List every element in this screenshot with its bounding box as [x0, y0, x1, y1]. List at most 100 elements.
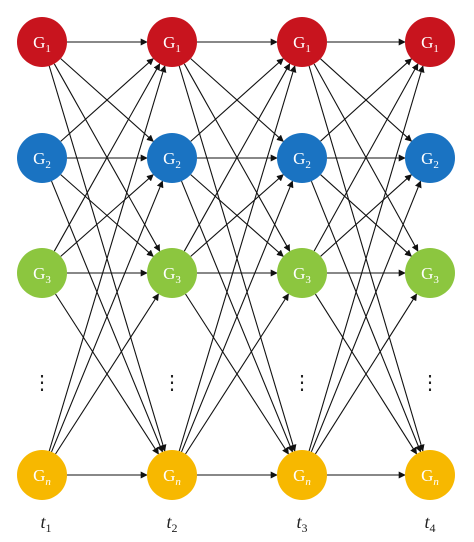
edge-arrow [50, 180, 164, 453]
node-circle [277, 248, 327, 298]
edge-arrow [48, 65, 167, 452]
time-subscript: 1 [46, 521, 52, 535]
time-var: t [40, 512, 46, 532]
node-circle [405, 450, 455, 500]
node-subscript: 1 [305, 43, 311, 55]
node-label: G1 [293, 33, 311, 55]
gene-node: G3 [405, 248, 455, 298]
edge-arrow [310, 180, 422, 453]
vertical-ellipsis: ⋮ [420, 372, 440, 394]
gene-node: G1 [17, 17, 67, 67]
gene-node: Gn [17, 450, 67, 500]
edge-arrow [314, 293, 418, 455]
node-circle [147, 17, 197, 67]
node-subscript: 3 [175, 274, 181, 286]
node-letter: G [293, 33, 305, 52]
edge-arrow [60, 58, 154, 142]
node-label: G2 [421, 149, 439, 171]
gene-node: Gn [147, 450, 197, 500]
gene-node: G1 [147, 17, 197, 67]
node-subscript: 2 [45, 159, 51, 171]
node-subscript: 1 [175, 43, 181, 55]
node-subscript: 1 [45, 43, 51, 55]
gene-node: G3 [17, 248, 67, 298]
node-subscript: n [433, 476, 439, 488]
node-subscript: 3 [433, 274, 439, 286]
node-circle [17, 17, 67, 67]
edge-arrow [60, 174, 154, 257]
node-circle [147, 133, 197, 183]
node-label: G3 [163, 264, 181, 286]
time-label: t3 [296, 512, 307, 535]
node-letter: G [293, 149, 305, 168]
node-letter: G [163, 33, 175, 52]
node-circle [405, 17, 455, 67]
node-label: Gn [33, 466, 51, 488]
time-var: t [166, 512, 172, 532]
edge-arrow [308, 65, 425, 452]
node-circle [405, 133, 455, 183]
node-letter: G [163, 466, 175, 485]
gene-node: G1 [405, 17, 455, 67]
vertical-ellipsis: ⋮ [292, 372, 312, 394]
time-var: t [424, 512, 430, 532]
node-letter: G [33, 466, 45, 485]
node-label: G1 [33, 33, 51, 55]
time-label: t4 [424, 512, 435, 535]
time-subscript: 2 [172, 521, 178, 535]
edge-arrow [320, 58, 413, 142]
gene-node: G1 [277, 17, 327, 67]
gene-node: G2 [405, 133, 455, 183]
node-label: Gn [293, 466, 311, 488]
gene-node: G3 [147, 248, 197, 298]
node-letter: G [421, 466, 433, 485]
edge-arrow [185, 293, 289, 455]
node-letter: G [293, 466, 305, 485]
node-subscript: 3 [45, 274, 51, 286]
node-circle [17, 248, 67, 298]
time-subscript: 4 [430, 521, 436, 535]
edge-arrow [55, 293, 159, 455]
edge-arrow [190, 58, 284, 142]
ellipsis-layer: ⋮⋮⋮⋮ [32, 372, 440, 394]
node-subscript: 1 [433, 43, 439, 55]
node-label: G2 [293, 149, 311, 171]
gene-node: G3 [277, 248, 327, 298]
node-label: Gn [163, 466, 181, 488]
node-label: G3 [421, 264, 439, 286]
node-letter: G [33, 149, 45, 168]
node-circle [147, 450, 197, 500]
node-subscript: 2 [175, 159, 181, 171]
node-subscript: n [305, 476, 311, 488]
edge-arrow [183, 63, 291, 252]
gene-node: Gn [405, 450, 455, 500]
node-label: G3 [293, 264, 311, 286]
time-var: t [296, 512, 302, 532]
node-letter: G [33, 264, 45, 283]
edge-arrow [320, 174, 412, 257]
node-letter: G [163, 149, 175, 168]
node-label: G1 [163, 33, 181, 55]
time-label: t2 [166, 512, 177, 535]
node-label: Gn [421, 466, 439, 488]
node-label: G1 [421, 33, 439, 55]
node-circle [147, 248, 197, 298]
node-letter: G [421, 149, 433, 168]
node-circle [277, 450, 327, 500]
gene-node: G2 [277, 133, 327, 183]
node-letter: G [293, 264, 305, 283]
node-letter: G [33, 33, 45, 52]
node-subscript: n [175, 476, 181, 488]
node-label: G2 [33, 149, 51, 171]
node-label: G2 [163, 149, 181, 171]
node-letter: G [421, 264, 433, 283]
node-subscript: n [45, 476, 51, 488]
node-subscript: 3 [305, 274, 311, 286]
node-circle [277, 133, 327, 183]
edge-arrow [178, 65, 297, 452]
gene-node: G2 [17, 133, 67, 183]
time-subscript: 3 [302, 521, 308, 535]
